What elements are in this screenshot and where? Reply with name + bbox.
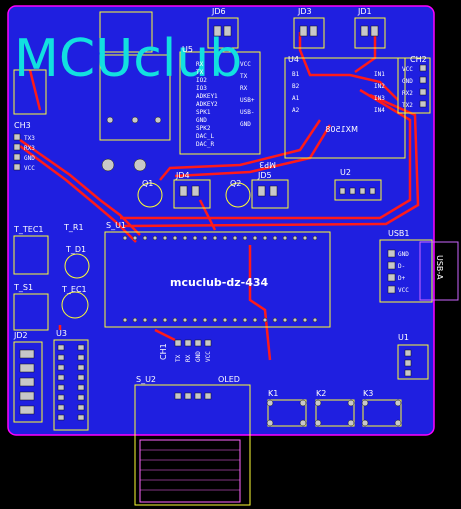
oled-flex <box>139 439 241 503</box>
pads <box>13 25 427 427</box>
ch2-pin: VCC <box>402 66 413 73</box>
label-jd2: JD2 <box>13 331 28 340</box>
ch1-pins: TX RX GND VCC <box>175 351 212 362</box>
u5-right-pin: USB+ <box>240 97 255 104</box>
label-u2: U2 <box>340 168 351 177</box>
label-tr1: T_R1 <box>63 223 84 232</box>
u5-left-pin: DAC_R <box>196 141 214 148</box>
u5-right-pin: VCC <box>240 61 251 68</box>
u5-left-pin: TX <box>196 69 204 76</box>
label-jd1: JD1 <box>357 7 372 16</box>
u4-left-pin: B2 <box>292 83 300 90</box>
u5-left-pin: IO3 <box>196 85 207 92</box>
label-q1: Q1 <box>142 179 153 188</box>
u4-left-pin: A1 <box>292 95 300 102</box>
u5-left-pin: IO2 <box>196 77 207 84</box>
label-tec1b: T_EC1 <box>61 285 87 294</box>
u5-left-pin: RX <box>196 61 204 68</box>
u4-right-pin: IN3 <box>374 95 385 102</box>
label-tec1: T_TEC1 <box>13 225 44 234</box>
u5-left-pin: SPK1 <box>196 109 211 116</box>
u4-right-pin: IN4 <box>374 107 385 114</box>
u5-right-pin: TX <box>240 73 248 80</box>
ch2-pin: TX2 <box>402 102 413 109</box>
label-k2: K2 <box>316 389 326 398</box>
usb-pin-vcc: VCC <box>398 287 409 294</box>
ch1-pin: GND <box>195 351 202 362</box>
u5-left-pin: SPK2 <box>196 125 211 132</box>
label-jd3: JD3 <box>297 7 312 16</box>
u5-left-pin: ADKEY2 <box>196 101 218 108</box>
label-k1: K1 <box>268 389 278 398</box>
label-q2: Q2 <box>230 179 241 188</box>
u4-right-pin: IN2 <box>374 83 385 90</box>
u5-right-pin: GND <box>240 121 251 128</box>
label-ts1: T_S1 <box>13 283 33 292</box>
label-jd6: JD6 <box>211 7 226 16</box>
label-u4: U4 <box>288 55 299 64</box>
ch3-pin: VCC <box>24 165 35 172</box>
label-u1: U1 <box>398 333 409 342</box>
ch3-pin: GND <box>24 155 35 162</box>
u5-right-pin: USB- <box>240 109 254 116</box>
ch3-pin: RX3 <box>24 145 35 152</box>
u5-left-pin: GND <box>196 117 207 124</box>
usb-pin-dplus: D+ <box>398 275 406 282</box>
label-ch3: CH3 <box>14 121 31 130</box>
u5-right-pins: VCC TX RX USB+ USB- GND <box>240 61 255 128</box>
u4-right-pin: IN1 <box>374 71 385 78</box>
ch2-pins: VCC GND RX2 TX2 <box>402 66 413 109</box>
usb-pin-dminus: D- <box>398 263 405 270</box>
ch1-pin: TX <box>175 354 182 362</box>
label-su1: S_U1 <box>106 221 126 230</box>
usb-pin-gnd: GND <box>398 251 409 258</box>
label-jd4: JD4 <box>175 171 190 180</box>
ch2-pin: RX2 <box>402 90 413 97</box>
ch3-pin: TX3 <box>24 135 35 142</box>
u5-right-pin: RX <box>240 85 248 92</box>
u4-left-pin: A2 <box>292 107 300 114</box>
red-traces <box>19 28 420 361</box>
label-usb1: USB1 <box>388 229 410 238</box>
mcuclub-logo: MCUclub <box>14 29 242 89</box>
label-k3: K3 <box>363 389 373 398</box>
ch1-pin: RX <box>185 354 192 362</box>
mx1508-label: MX1508 <box>325 125 358 134</box>
ch1-pin: VCC <box>205 351 212 362</box>
label-su2: S_U2 <box>136 375 156 384</box>
usb-shell <box>419 241 459 301</box>
label-ch2: CH2 <box>410 55 427 64</box>
u5-left-pin: DAC_L <box>196 133 214 140</box>
label-ch1: CH1 <box>159 343 168 360</box>
u4-pins: B1 B2 A1 A2 IN1 IN2 IN3 IN4 <box>292 71 385 114</box>
label-u3: U3 <box>56 329 67 338</box>
oled-flex-lines <box>140 449 240 491</box>
label-u5: U5 <box>182 45 193 54</box>
u4-left-pin: B1 <box>292 71 300 78</box>
label-usba: USB-A <box>435 255 444 280</box>
u5-left-pin: ADKEY1 <box>196 93 218 100</box>
chip-label: mcuclub-dz-434 <box>170 276 269 289</box>
u5-left-pins: RX TX IO2 IO3 ADKEY1 ADKEY2 SPK1 GND SPK… <box>196 61 218 148</box>
label-jd5: JD5 <box>257 171 272 180</box>
label-td1: T_D1 <box>65 245 86 254</box>
board-body <box>7 5 435 436</box>
ch3-pins: TX3 RX3 GND VCC <box>24 135 35 172</box>
label-oled: OLED <box>218 375 240 384</box>
silk-outlines <box>13 11 433 506</box>
mp3-label: MP3 <box>259 160 276 169</box>
ch2-pin: GND <box>402 78 413 85</box>
